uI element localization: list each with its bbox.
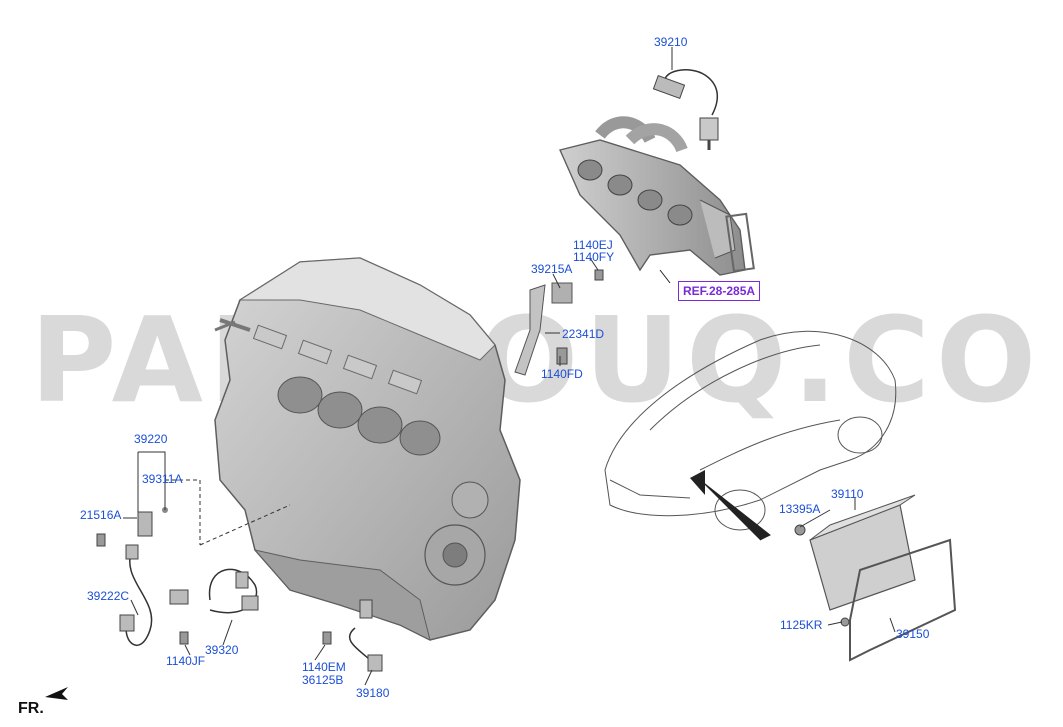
vehicle-outline xyxy=(604,330,897,531)
callout-39215A[interactable]: 39215A xyxy=(531,262,573,276)
callout-13395A[interactable]: 13395A xyxy=(779,502,821,516)
crank-sensor-39180 xyxy=(322,599,383,672)
callout-1140EM[interactable]: 1140EM xyxy=(302,660,346,674)
wiring-harness-39222C xyxy=(119,544,189,646)
callout-21516A[interactable]: 21516A xyxy=(80,508,122,522)
front-direction-arrow xyxy=(45,687,68,700)
ecu-bracket-39150 xyxy=(840,538,957,662)
callout-1125KR[interactable]: 1125KR xyxy=(780,618,823,632)
callout-39311A[interactable]: 39311A xyxy=(142,472,183,486)
callout-39320[interactable]: 39320 xyxy=(205,643,239,657)
knock-sensor-39220 xyxy=(96,507,168,547)
callout-39222C[interactable]: 39222C xyxy=(87,589,130,603)
oxygen-sensor-39210 xyxy=(652,69,719,150)
callout-1140EJ[interactable]: 1140EJ xyxy=(573,238,613,252)
callout-1140JF[interactable]: 1140JF xyxy=(166,654,206,668)
callout-39110[interactable]: 39110 xyxy=(831,487,864,501)
location-arrow-head xyxy=(690,470,705,495)
bracket-22341D xyxy=(514,269,604,376)
leader-lines xyxy=(123,47,896,686)
callout-39220[interactable]: 39220 xyxy=(134,432,168,446)
callout-36125B[interactable]: 36125B xyxy=(302,673,344,687)
cam-sensor-39320 xyxy=(179,568,259,645)
ref-link-28-285A[interactable]: REF.28-285A xyxy=(678,281,761,301)
location-arrow xyxy=(699,479,771,541)
callout-39150[interactable]: 39150 xyxy=(896,627,930,641)
exhaust-manifold xyxy=(559,116,755,276)
front-direction-label: FR. xyxy=(18,700,44,717)
callout-1140FY[interactable]: 1140FY xyxy=(573,250,615,264)
callout-39210[interactable]: 39210 xyxy=(654,35,688,49)
engine-block xyxy=(214,257,521,641)
callout-22341D[interactable]: 22341D xyxy=(562,327,605,341)
callout-1140FD[interactable]: 1140FD xyxy=(541,367,583,381)
ecu-module-39110 xyxy=(794,494,916,611)
callout-39180[interactable]: 39180 xyxy=(356,686,390,700)
